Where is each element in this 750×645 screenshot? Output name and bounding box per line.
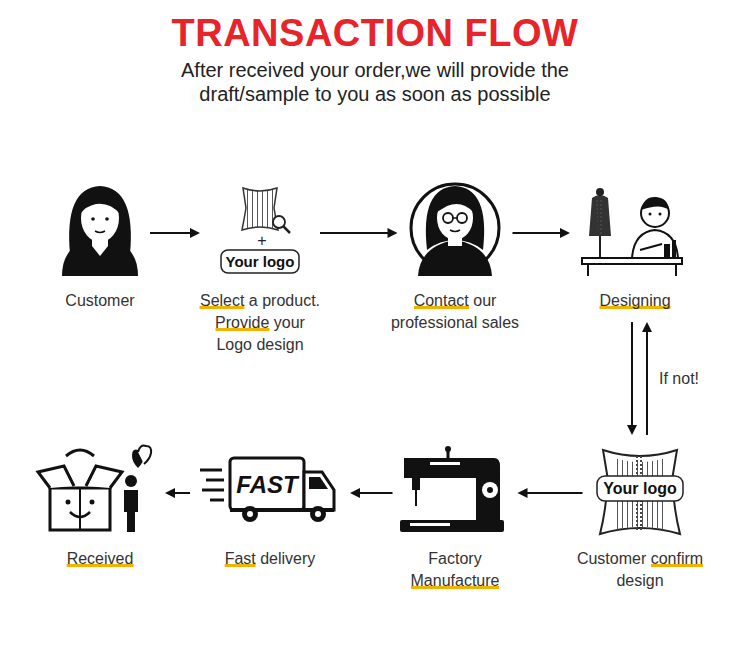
step-label: Designing [599,290,670,312]
truck-icon: FAST [200,458,334,522]
flow-step: Received [45,445,155,570]
arrow-line [174,492,190,494]
flow-step: Factory Manufacture [403,445,508,592]
step-label: Fast delivery [225,548,316,570]
flow-arrow [627,322,652,435]
underline-mark [67,564,134,567]
arrow-line [359,492,393,494]
arrow-line [513,232,562,234]
logo-text: Your logo [226,253,295,270]
customer-icon [62,186,138,276]
flow-arrow [150,228,200,238]
flow-step: Customer [60,183,140,312]
flow-step: Designing [580,183,690,312]
logo-text: Your logo [603,480,677,497]
arrow-head [165,488,175,498]
flow-arrow [518,488,583,498]
step-label: Factory Manufacture [400,548,510,592]
arrow-line [150,232,191,234]
arrow-line [527,492,583,494]
logo-badge [221,250,299,273]
flow-step: Fast delivery [200,445,340,570]
title: TRANSACTION FLOW [0,12,750,55]
underline-mark [411,586,500,589]
arrow-head [627,425,637,435]
flow-arrow [320,228,398,238]
underline-mark [215,328,269,331]
step-label: Contact our professional sales [375,290,535,334]
sewing-machine-icon [400,446,504,532]
arrow-head [642,322,652,332]
edge-label: If not! [657,370,701,388]
flow-arrow [513,228,571,238]
underline-mark [200,306,244,309]
arrow-head [388,228,398,238]
flow-step: Contact our professional sales [408,183,503,334]
arrow-head [518,488,528,498]
step-label: Customer [65,290,134,312]
subtitle: After received your order,we will provid… [150,58,600,106]
arrow-line [320,232,389,234]
underline-mark [651,564,703,567]
confirm-icon: Your logo [597,450,683,534]
plus-sign: + [257,232,266,249]
flow-arrow [350,488,393,498]
received-icon [38,446,151,532]
step-label: Select a product. Provide your Logo desi… [198,290,323,356]
flow-step: Select a product. Provide your Logo desi… [210,183,310,356]
underline-mark [414,306,469,309]
designer-icon [582,188,682,276]
arrow-head [190,228,200,238]
flow-arrow [165,488,190,498]
arrow-line [631,322,633,426]
arrow-head [560,228,570,238]
flow-step: Customer confirm design [593,445,688,592]
arrow-line [646,331,648,435]
sales-icon [411,184,499,276]
underline-mark [225,564,256,567]
product-icon: + Your logo [221,188,299,273]
step-label: Customer confirm design [575,548,705,592]
underline-mark [599,306,670,309]
step-label: Received [67,548,134,570]
arrow-head [350,488,360,498]
truck-text: FAST [236,471,300,498]
